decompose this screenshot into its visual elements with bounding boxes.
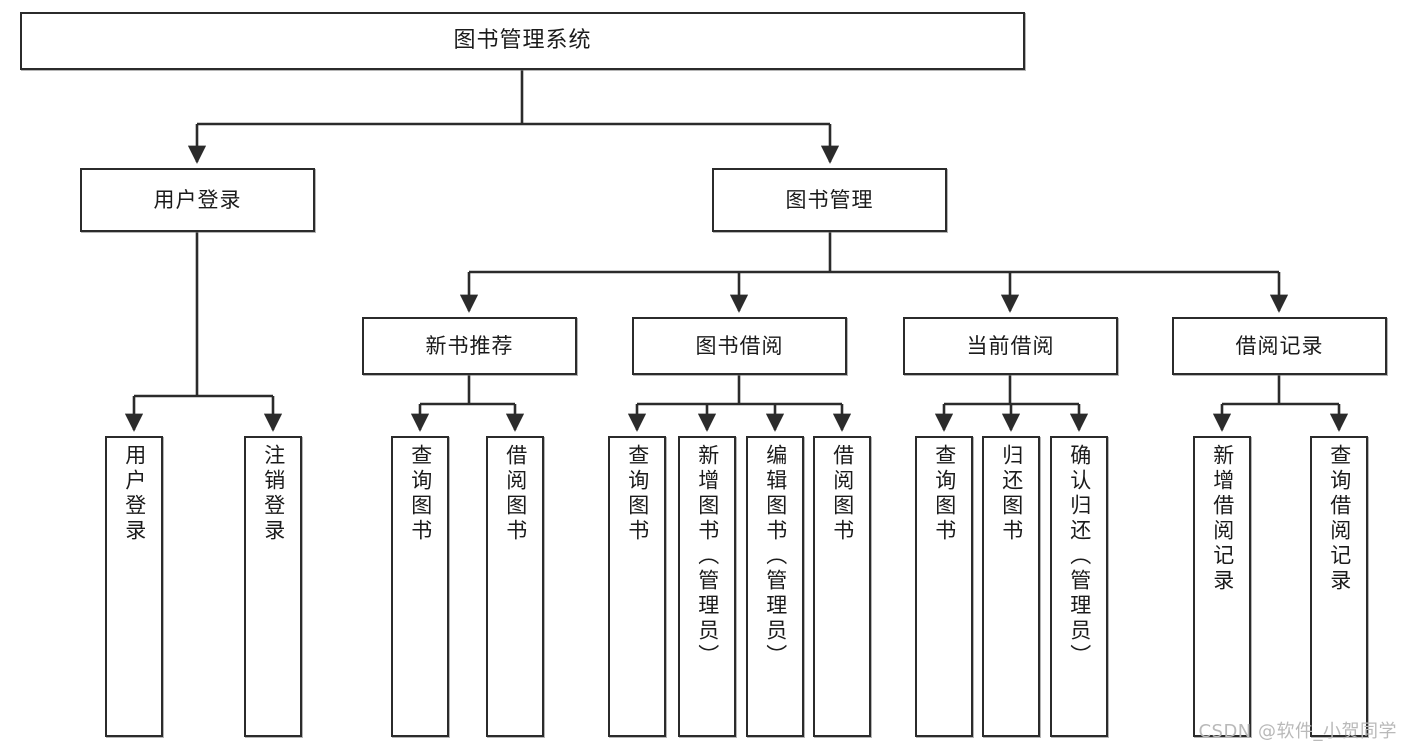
node-leaf-rec-borrow-book[interactable]: 借阅图书 xyxy=(486,436,544,737)
node-leaf-bb-edit-book[interactable]: 编辑图书（管理员） xyxy=(746,436,804,737)
node-leaf-bb-edit-book-label: 编辑图书（管理员） xyxy=(763,444,788,669)
node-leaf-bb-query-book-label: 查询图书 xyxy=(625,444,650,544)
node-borrow-record[interactable]: 借阅记录 xyxy=(1172,317,1387,375)
node-leaf-cb-return-book[interactable]: 归还图书 xyxy=(982,436,1040,737)
node-root[interactable]: 图书管理系统 xyxy=(20,12,1025,70)
node-leaf-user-login[interactable]: 用户登录 xyxy=(105,436,163,737)
node-leaf-user-logout[interactable]: 注销登录 xyxy=(244,436,302,737)
node-leaf-bb-add-book[interactable]: 新增图书（管理员） xyxy=(678,436,736,737)
node-leaf-cb-query-book[interactable]: 查询图书 xyxy=(915,436,973,737)
node-current-borrow[interactable]: 当前借阅 xyxy=(903,317,1118,375)
node-new-book-rec-label: 新书推荐 xyxy=(425,333,514,358)
node-leaf-br-query-record-label: 查询借阅记录 xyxy=(1327,444,1352,594)
node-book-manage-label: 图书管理 xyxy=(785,187,874,212)
node-root-label: 图书管理系统 xyxy=(453,28,592,54)
node-leaf-br-add-record-label: 新增借阅记录 xyxy=(1210,444,1235,594)
node-leaf-cb-confirm-return-label: 确认归还（管理员） xyxy=(1067,444,1092,669)
node-leaf-user-logout-label: 注销登录 xyxy=(261,444,286,544)
node-borrow-record-label: 借阅记录 xyxy=(1235,333,1324,358)
node-leaf-cb-confirm-return[interactable]: 确认归还（管理员） xyxy=(1050,436,1108,737)
node-current-borrow-label: 当前借阅 xyxy=(966,333,1055,358)
node-leaf-bb-query-book[interactable]: 查询图书 xyxy=(608,436,666,737)
node-leaf-rec-query-book-label: 查询图书 xyxy=(408,444,433,544)
node-new-book-rec[interactable]: 新书推荐 xyxy=(362,317,577,375)
node-leaf-br-query-record[interactable]: 查询借阅记录 xyxy=(1310,436,1368,737)
node-leaf-cb-return-book-label: 归还图书 xyxy=(999,444,1024,544)
node-user-login[interactable]: 用户登录 xyxy=(80,168,315,232)
node-book-manage[interactable]: 图书管理 xyxy=(712,168,947,232)
node-leaf-br-add-record[interactable]: 新增借阅记录 xyxy=(1193,436,1251,737)
node-leaf-rec-query-book[interactable]: 查询图书 xyxy=(391,436,449,737)
node-leaf-cb-query-book-label: 查询图书 xyxy=(932,444,957,544)
node-leaf-user-login-label: 用户登录 xyxy=(122,444,147,544)
node-leaf-bb-add-book-label: 新增图书（管理员） xyxy=(695,444,720,669)
node-book-borrow-label: 图书借阅 xyxy=(695,333,784,358)
node-user-login-label: 用户登录 xyxy=(153,187,242,212)
node-leaf-rec-borrow-book-label: 借阅图书 xyxy=(503,444,528,544)
node-leaf-bb-borrow-book[interactable]: 借阅图书 xyxy=(813,436,871,737)
csdn-watermark: CSDN @软件_小贺同学 xyxy=(1198,721,1397,742)
node-book-borrow[interactable]: 图书借阅 xyxy=(632,317,847,375)
node-leaf-bb-borrow-book-label: 借阅图书 xyxy=(830,444,855,544)
